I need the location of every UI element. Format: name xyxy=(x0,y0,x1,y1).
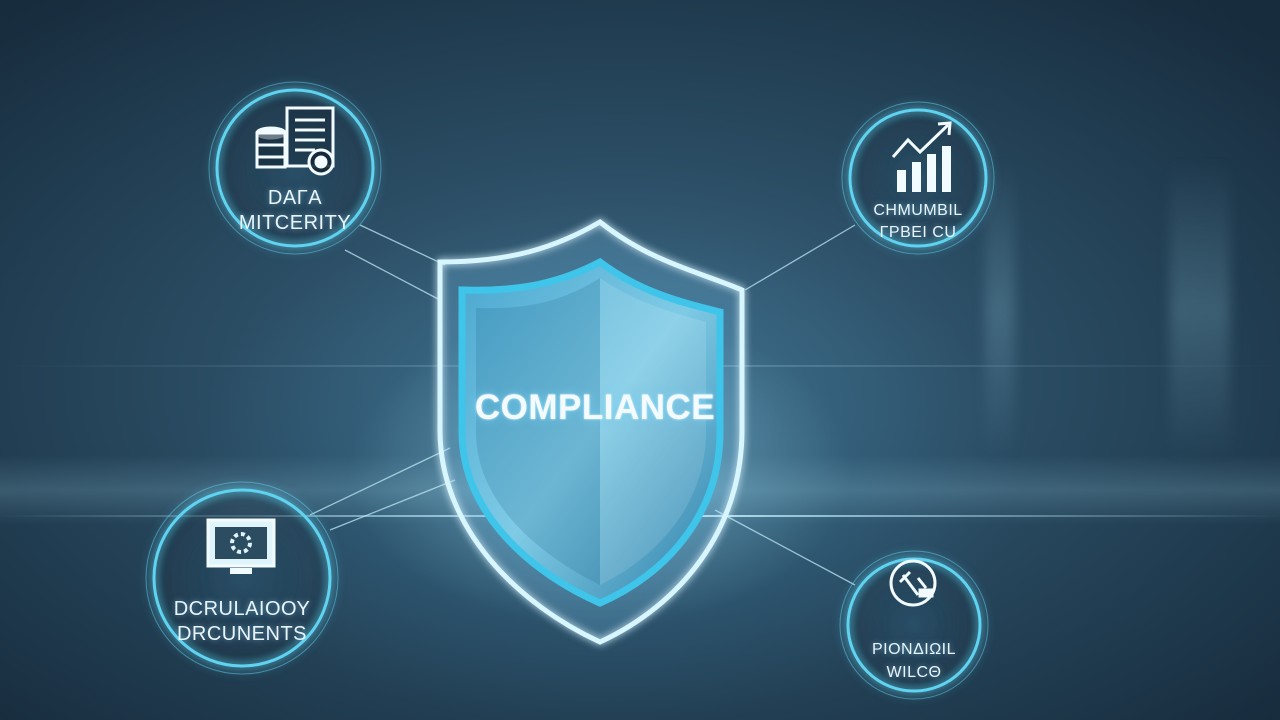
node-label-line: ΓPBEI CU xyxy=(879,224,957,241)
shield-icon xyxy=(437,218,745,645)
connector-lines xyxy=(309,224,856,586)
node-label-data-integrity: DAΓA MITCERΙTY xyxy=(215,186,375,236)
connector-regulatory xyxy=(329,479,456,531)
node-label-line: DAΓA xyxy=(267,187,323,209)
node-label-regulatory-documents: DCRULAΙΟΟΥ DRCUNENTS xyxy=(152,597,332,647)
node-label-line: WΙLCΘ xyxy=(886,664,942,681)
monitor-gear-icon xyxy=(206,518,276,574)
ring-growth-outer xyxy=(841,101,995,255)
connector-financial xyxy=(714,509,856,586)
growth-chart-icon xyxy=(891,121,952,192)
ring-financial xyxy=(846,557,982,693)
node-label-line: CΗMUMBIL xyxy=(873,202,963,219)
law-gavel-icon xyxy=(889,559,937,607)
background-light-pillar xyxy=(1170,160,1230,460)
ring-regulatory-outer xyxy=(145,481,339,675)
connector-growth xyxy=(744,224,856,291)
node-label-growth: CΗMUMBIL ΓPBEI CU xyxy=(853,200,983,244)
connector-data-integrity xyxy=(344,249,441,301)
node-label-line: MITCERΙTY xyxy=(238,212,352,234)
connector-regulatory xyxy=(309,447,451,516)
ring-data-integrity-outer xyxy=(208,81,382,255)
shield-title: COMPLIANCE xyxy=(474,388,716,427)
ring-financial-outer xyxy=(839,550,989,700)
database-document-icon xyxy=(255,106,335,176)
connector-data-integrity xyxy=(359,224,446,266)
node-label-line: DCRULAΙΟΟΥ xyxy=(173,598,311,620)
background-light-pillar xyxy=(985,160,1015,460)
ring-regulatory xyxy=(152,488,332,668)
node-label-line: PΙΟΝΔΙΩΙL xyxy=(871,641,957,658)
node-label-financial: PΙΟΝΔΙΩΙL WΙLCΘ xyxy=(854,638,974,684)
node-label-line: DRCUNENTS xyxy=(176,623,308,645)
